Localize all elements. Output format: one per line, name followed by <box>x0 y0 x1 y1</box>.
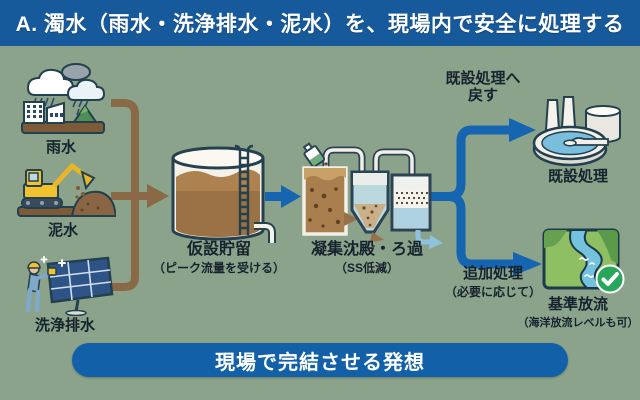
brown-collector-pipe-icon <box>111 99 169 291</box>
coagulant-bottle-icon <box>302 142 326 168</box>
excavator-icon <box>17 163 116 217</box>
river-discharge-icon <box>542 228 625 294</box>
existing-treatment-plant-icon <box>532 96 621 167</box>
storage-tank-icon <box>171 144 276 243</box>
branch-bottom-arrow-label: 追加処理 <box>462 265 524 282</box>
treatment-note: （SS低減） <box>334 261 400 275</box>
branch-top-arrow-label: 既設処理へ 戻す <box>445 70 521 105</box>
treatment-label: 凝集沈殿・ろ過 <box>310 241 424 258</box>
coagulation-filtration-icon <box>302 142 443 249</box>
source-label-washing: 洗浄排水 <box>34 317 96 334</box>
source-label-mud: 泥水 <box>47 222 79 239</box>
storage-note: （ピーク流量を受ける） <box>152 261 286 275</box>
storage-label: 仮設貯留 <box>186 241 252 258</box>
rain-over-city-icon <box>21 63 106 134</box>
branch-bottom-arrow-note: （必要に応じて） <box>444 285 542 299</box>
check-icon <box>595 264 625 294</box>
blue-arrow-icon <box>265 185 301 208</box>
footer-banner: 現場で完結させる発想 <box>72 343 568 377</box>
source-label-rain: 雨水 <box>45 139 77 156</box>
branch-bottom-destination-note: （海洋放流レベルも可） <box>517 317 639 329</box>
blue-branch-pipe-icon <box>428 118 542 276</box>
solar-panel-washing-icon <box>25 256 114 316</box>
title-banner: A. 濁水（雨水・洗浄排水・泥水）を、現場内で安全に処理する <box>0 0 640 46</box>
footer-slogan: 現場で完結させる発想 <box>215 351 425 374</box>
page-title: A. 濁水（雨水・洗浄排水・泥水）を、現場内で安全に処理する <box>15 13 625 36</box>
branch-bottom-destination-label: 基準放流 <box>547 296 609 313</box>
branch-top-destination-label: 既設処理 <box>547 168 609 185</box>
